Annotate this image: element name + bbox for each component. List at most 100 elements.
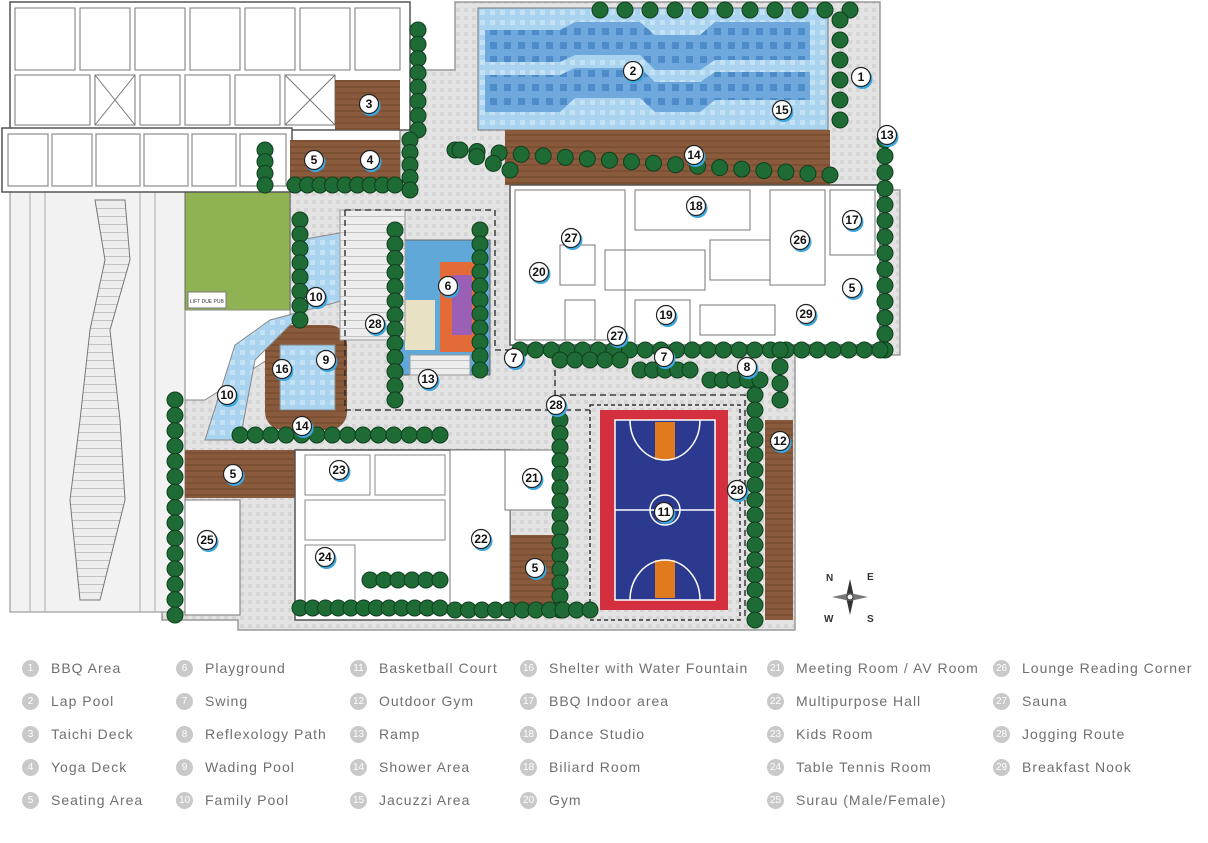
amenity-marker[interactable]: 10	[216, 384, 239, 408]
amenity-marker-number: 10	[309, 290, 323, 304]
amenity-marker[interactable]: 14	[291, 415, 314, 439]
amenity-marker-number: 13	[421, 372, 435, 386]
amenity-marker[interactable]: 15	[771, 99, 794, 123]
legend-label: Table Tennis Room	[796, 759, 932, 775]
amenity-marker[interactable]: 24	[314, 546, 337, 570]
amenity-marker-number: 25	[200, 533, 214, 547]
tree-icon	[556, 148, 574, 166]
amenity-marker[interactable]: 29	[795, 303, 818, 327]
amenity-marker[interactable]: 14	[683, 144, 706, 168]
tree-icon	[799, 165, 817, 183]
amenity-marker[interactable]: 13	[417, 368, 440, 392]
legend-number-badge: 27	[993, 693, 1010, 710]
amenity-marker[interactable]: 5	[841, 277, 864, 301]
legend-number-badge: 3	[22, 726, 39, 743]
tree-icon	[246, 426, 264, 444]
amenity-marker[interactable]: 18	[685, 195, 708, 219]
amenity-marker[interactable]: 5	[222, 463, 245, 487]
amenity-marker-number: 16	[275, 362, 289, 376]
amenity-marker[interactable]: 10	[305, 286, 328, 310]
amenity-marker[interactable]: 16	[271, 358, 294, 382]
legend-label: Dance Studio	[549, 726, 646, 742]
legend-number-badge: 29	[993, 759, 1010, 776]
amenity-marker[interactable]: 17	[841, 209, 864, 233]
legend-number-badge: 5	[22, 792, 39, 809]
amenity-marker-number: 7	[661, 350, 668, 364]
tree-icon	[771, 391, 789, 409]
tree-icon	[755, 162, 773, 180]
amenity-marker[interactable]: 13	[876, 124, 899, 148]
tree-icon	[277, 426, 295, 444]
amenity-marker[interactable]: 7	[653, 346, 676, 370]
amenity-marker[interactable]: 21	[521, 467, 544, 491]
tree-icon	[484, 154, 502, 172]
tree-icon	[166, 406, 184, 424]
legend-label: Surau (Male/Female)	[796, 792, 947, 808]
legend-label: Biliard Room	[549, 759, 642, 775]
amenity-marker[interactable]: 9	[315, 349, 338, 373]
legend-number-badge: 9	[176, 759, 193, 776]
tree-icon	[876, 260, 894, 278]
amenity-marker-number: 10	[220, 388, 234, 402]
tree-icon	[733, 160, 751, 178]
tree-icon	[691, 1, 709, 19]
amenity-marker[interactable]: 22	[470, 528, 493, 552]
tree-icon	[831, 71, 849, 89]
amenity-marker[interactable]: 5	[524, 557, 547, 581]
amenity-marker[interactable]: 19	[655, 304, 678, 328]
amenity-marker-number: 21	[525, 471, 539, 485]
amenity-marker[interactable]: 25	[196, 529, 219, 553]
compass-n: N	[826, 573, 833, 584]
amenity-marker[interactable]: 28	[726, 479, 749, 503]
tree-icon	[876, 228, 894, 246]
amenity-marker[interactable]: 27	[560, 227, 583, 251]
tree-icon	[401, 181, 419, 199]
tree-icon	[746, 491, 764, 509]
amenity-marker[interactable]: 3	[358, 93, 381, 117]
tree-icon	[793, 341, 811, 359]
tree-icon	[468, 148, 486, 166]
legend-label: Lounge Reading Corner	[1022, 660, 1193, 676]
tree-icon	[409, 107, 427, 125]
legend-label: Swing	[205, 693, 249, 709]
amenity-marker[interactable]: 26	[789, 229, 812, 253]
tree-icon	[386, 320, 404, 338]
amenity-marker-number: 7	[511, 351, 518, 365]
amenity-marker[interactable]: 20	[528, 261, 551, 285]
amenity-marker-number: 17	[845, 213, 859, 227]
amenity-marker[interactable]: 28	[545, 394, 568, 418]
legend-label: Kids Room	[796, 726, 874, 742]
amenity-marker[interactable]: 2	[622, 60, 645, 84]
tree-icon	[876, 309, 894, 327]
legend-number-badge: 12	[350, 693, 367, 710]
amenity-marker[interactable]: 23	[328, 459, 351, 483]
tree-icon	[166, 468, 184, 486]
amenity-marker-number: 27	[564, 231, 578, 245]
tree-icon	[876, 179, 894, 197]
amenity-marker[interactable]: 1	[850, 66, 873, 90]
tower-block-floorplan	[1, 1, 411, 193]
amenity-marker-number: 15	[775, 103, 789, 117]
tree-icon	[291, 225, 309, 243]
amenity-marker[interactable]: 28	[364, 313, 387, 337]
amenity-marker[interactable]: 11	[653, 501, 676, 525]
tree-icon	[369, 426, 387, 444]
tree-icon	[501, 161, 519, 179]
amenity-marker[interactable]: 7	[503, 347, 526, 371]
amenity-marker[interactable]: 6	[437, 275, 460, 299]
amenity-marker[interactable]: 27	[606, 325, 629, 349]
tree-icon	[534, 147, 552, 165]
amenity-marker[interactable]: 5	[303, 149, 326, 173]
tree-icon	[166, 591, 184, 609]
amenity-marker[interactable]: 8	[736, 356, 759, 380]
compass-e: E	[867, 572, 874, 583]
amenity-marker[interactable]: 4	[359, 149, 382, 173]
tree-icon	[386, 349, 404, 366]
amenity-marker[interactable]: 12	[769, 430, 792, 454]
